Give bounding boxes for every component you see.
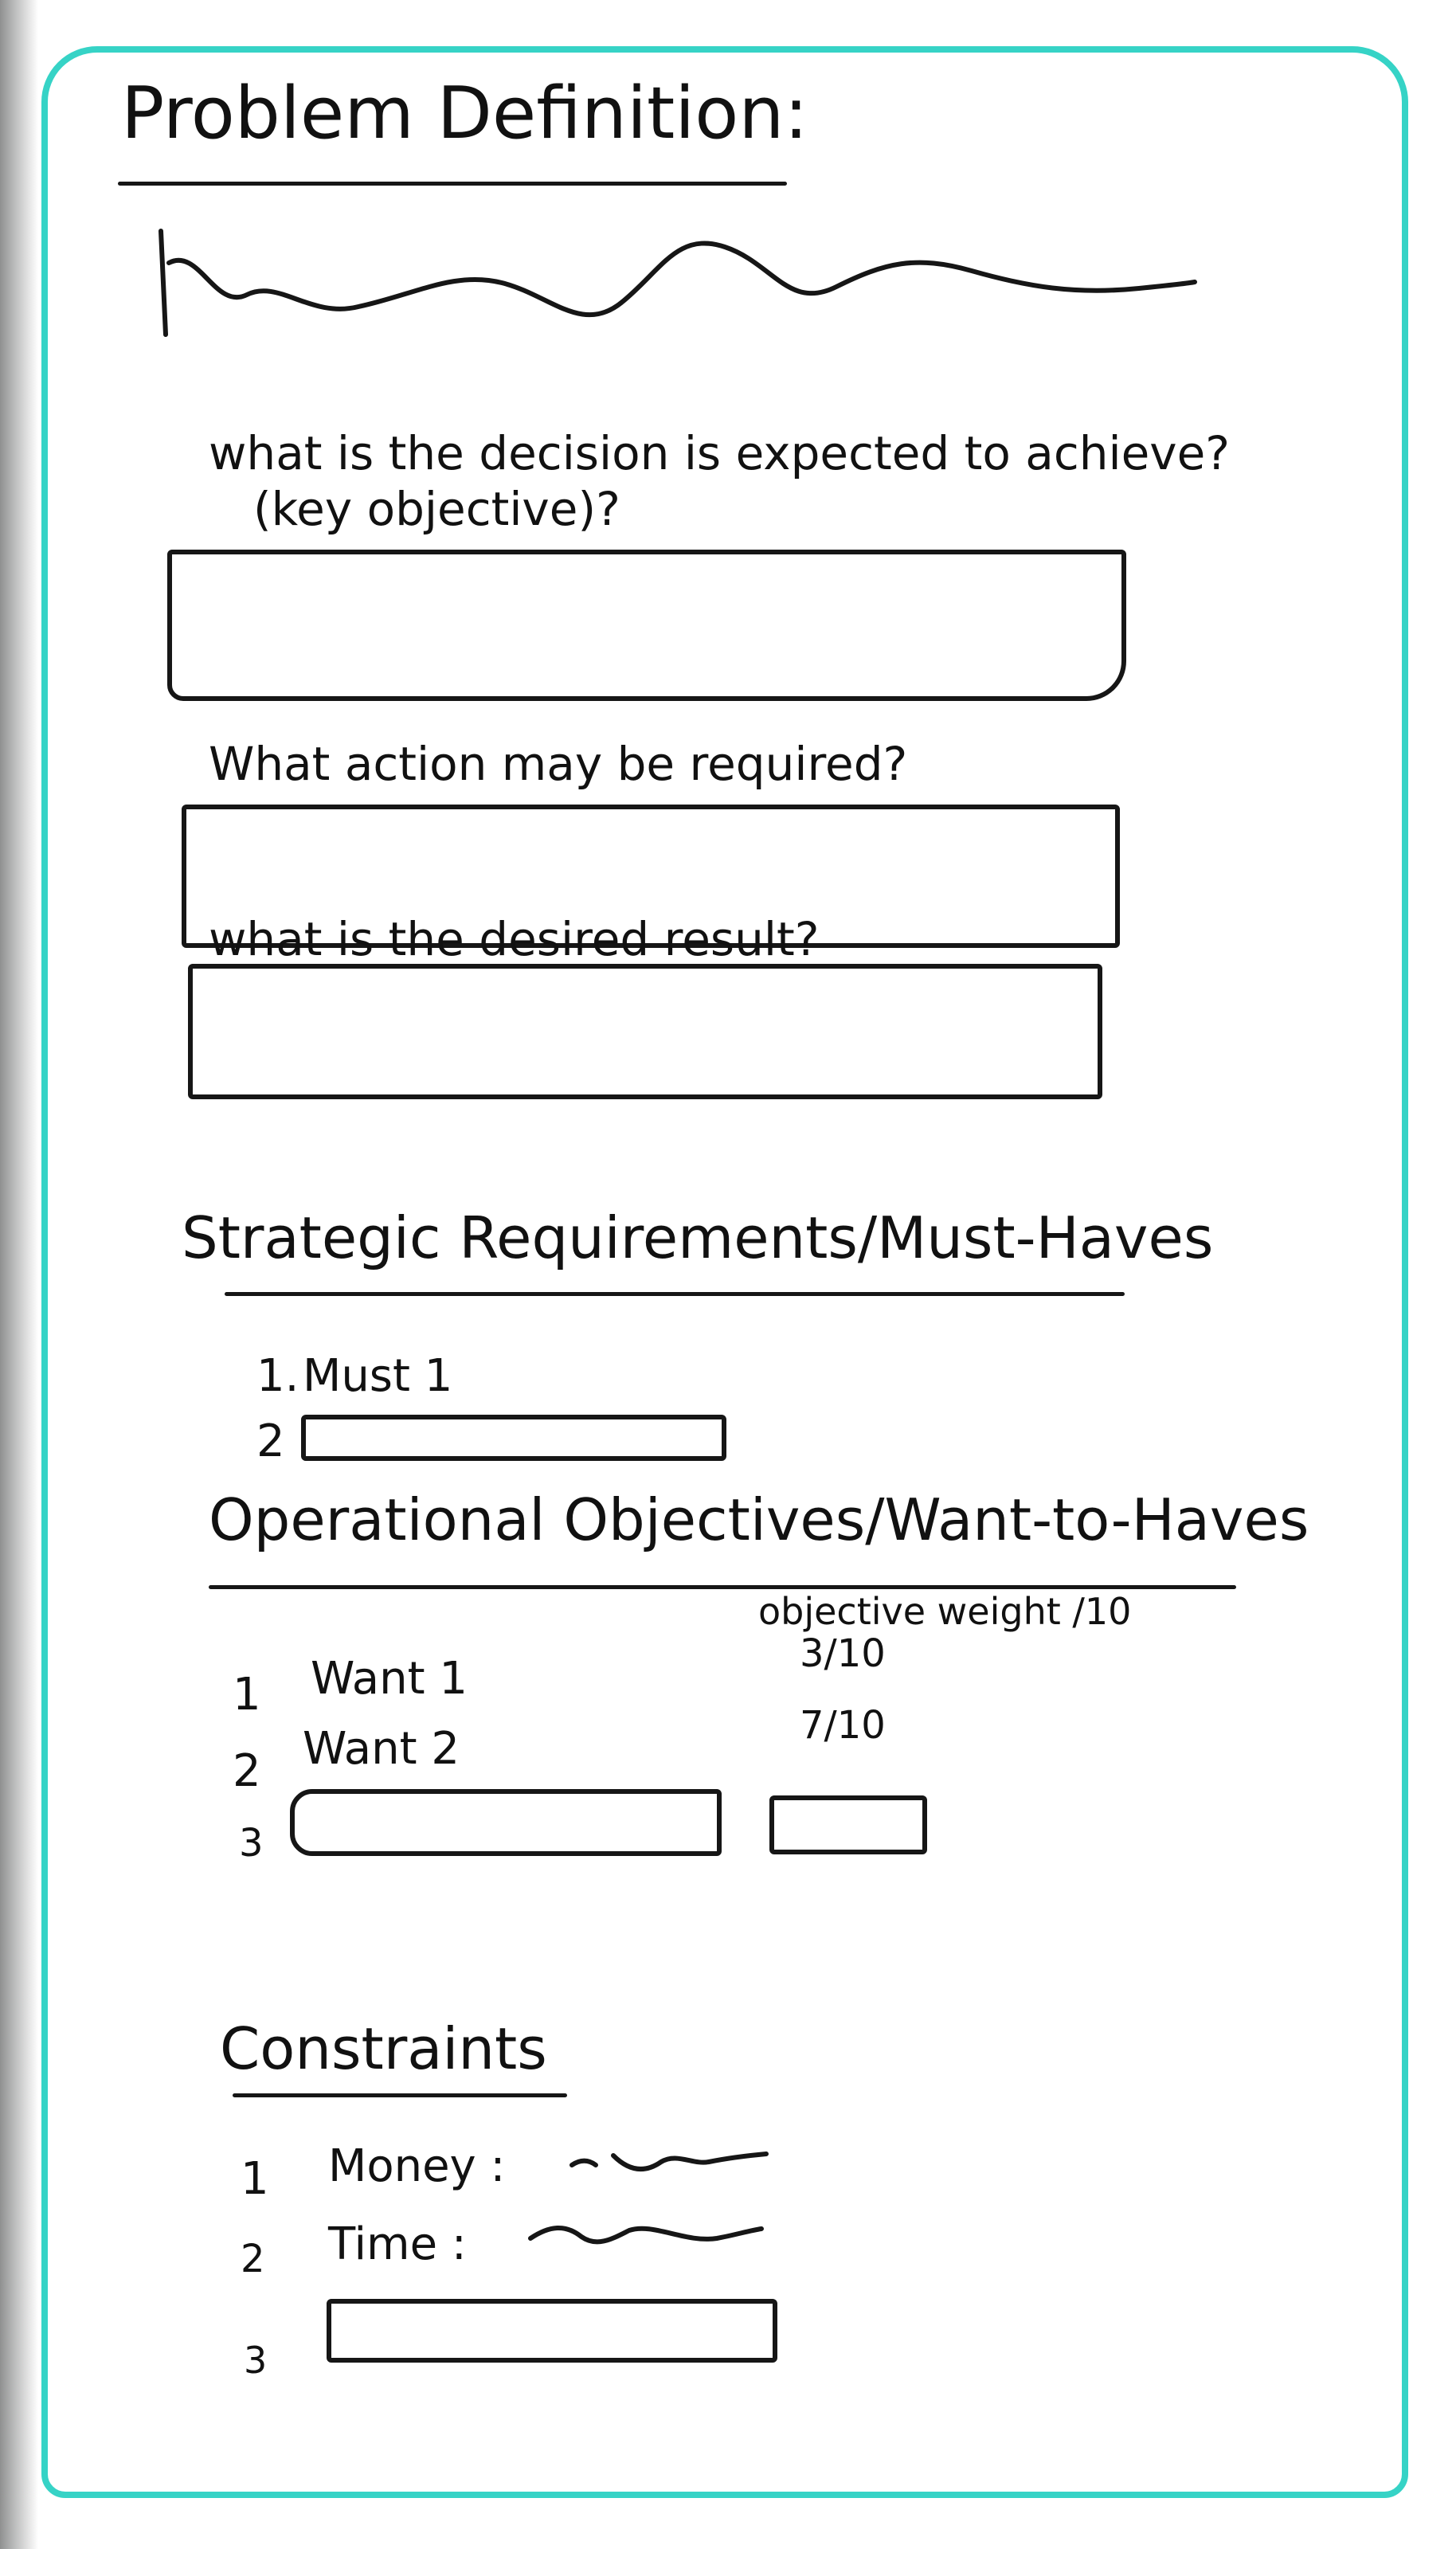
weight-column-header: objective weight /10 xyxy=(758,1590,1132,1633)
key-objective-question: what is the decision is expected to achi… xyxy=(209,426,1231,480)
want-item-weight: 7/10 xyxy=(800,1703,886,1748)
page-edge-shadow xyxy=(0,0,38,2549)
operational-objectives-title: Operational Objectives/Want-to-Haves xyxy=(209,1486,1309,1553)
constraint-item-label: Time : xyxy=(328,2218,467,2270)
action-required-question: What action may be required? xyxy=(209,737,908,791)
strategic-requirements-title: Strategic Requirements/Must-Haves xyxy=(182,1204,1214,1271)
constraint-item-number: 1 xyxy=(241,2153,269,2205)
want-weight-input[interactable] xyxy=(769,1795,927,1854)
want-item-input[interactable] xyxy=(290,1789,722,1856)
constraints-title: Constraints xyxy=(220,2015,547,2082)
action-required-input[interactable] xyxy=(182,805,1120,948)
constraint-item-number: 3 xyxy=(244,2339,268,2382)
key-objective-input[interactable] xyxy=(167,550,1126,701)
want-item-number: 2 xyxy=(233,1745,261,1797)
problem-definition-title: Problem Definition: xyxy=(121,72,808,155)
must-item-input[interactable] xyxy=(301,1415,726,1461)
key-objective-question-line2: (key objective)? xyxy=(253,482,620,536)
constraint-item-number: 2 xyxy=(241,2237,265,2281)
desired-result-question: what is the desired result? xyxy=(209,912,820,966)
want-item-number: 1 xyxy=(233,1669,261,1721)
want-item-weight: 3/10 xyxy=(800,1631,886,1676)
strategic-underline xyxy=(225,1292,1125,1296)
must-item-number: 2 xyxy=(256,1415,285,1467)
must-item-label: Must 1 xyxy=(303,1350,453,1402)
want-item-label: Want 1 xyxy=(311,1653,468,1705)
must-item-number: 1. xyxy=(256,1350,299,1402)
want-item-label: Want 2 xyxy=(303,1723,460,1775)
constraint-item-input[interactable] xyxy=(327,2299,777,2363)
description-scribble xyxy=(159,229,1197,337)
title-underline xyxy=(118,182,787,186)
operational-underline xyxy=(209,1585,1236,1589)
money-value-scribble xyxy=(569,2152,769,2172)
whiteboard-frame xyxy=(41,46,1408,2498)
constraints-underline xyxy=(233,2093,567,2097)
time-value-scribble xyxy=(528,2225,764,2245)
want-item-number: 3 xyxy=(239,1821,264,1866)
desired-result-input[interactable] xyxy=(188,964,1102,1099)
constraint-item-label: Money : xyxy=(328,2140,506,2192)
